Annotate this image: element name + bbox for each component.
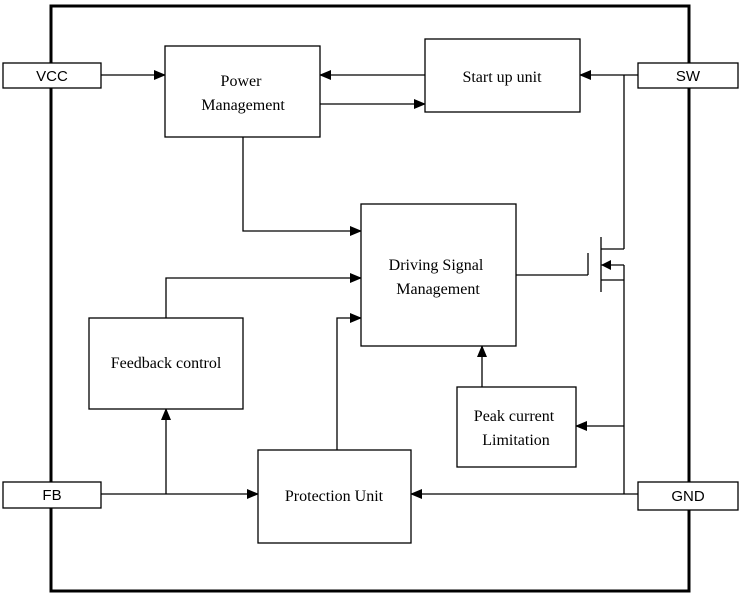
block-driving-signal-management: Driving Signal Management [360,203,517,347]
pin-fb: FB [2,481,102,509]
pin-gnd: GND [637,481,739,511]
block-protection-unit: Protection Unit [257,449,412,544]
protection-unit-line-1: Protection Unit [285,488,384,505]
power-management-line-1: Power [221,73,263,90]
pin-sw-label: SW [676,68,701,85]
svg-text:Peak current Limitation: Peak current Limitation [474,408,558,449]
feedback-control-line-1: Feedback control [111,355,222,372]
pin-vcc: VCC [2,62,102,89]
block-peak-current-limitation: Peak current Limitation [456,386,577,468]
svg-text:Start up unit: Start up unit [462,69,542,86]
pin-gnd-label: GND [671,488,705,505]
pin-sw: SW [637,62,739,89]
pin-fb-label: FB [42,487,61,504]
wire-protection-to-driving [336,313,362,450]
driving-signal-line-2: Management [396,281,480,298]
driving-signal-line-1: Driving Signal [389,257,484,274]
chip-boundary [49,4,691,593]
pin-vcc-label: VCC [36,68,68,85]
svg-text:Power Management: Power Management [201,73,285,114]
connections [101,70,638,499]
svg-text:Protection Unit: Protection Unit [285,488,384,505]
peak-current-line-2: Limitation [482,432,550,449]
block-power-management: Power Management [164,45,321,138]
wire-power-to-driving [242,137,362,236]
block-feedback-control: Feedback control [88,317,244,410]
startup-unit-line-1: Start up unit [462,69,542,86]
svg-text:Driving Signal Managemen: Driving Signal Management [389,257,488,298]
block-startup-unit: Start up unit [424,38,581,113]
peak-current-line-1: Peak current [474,408,555,425]
wire-feedback-to-driving [165,273,362,318]
mosfet-symbol [587,237,625,292]
svg-text:Feedback control: Feedback control [111,355,222,372]
power-management-line-2: Management [201,97,285,114]
